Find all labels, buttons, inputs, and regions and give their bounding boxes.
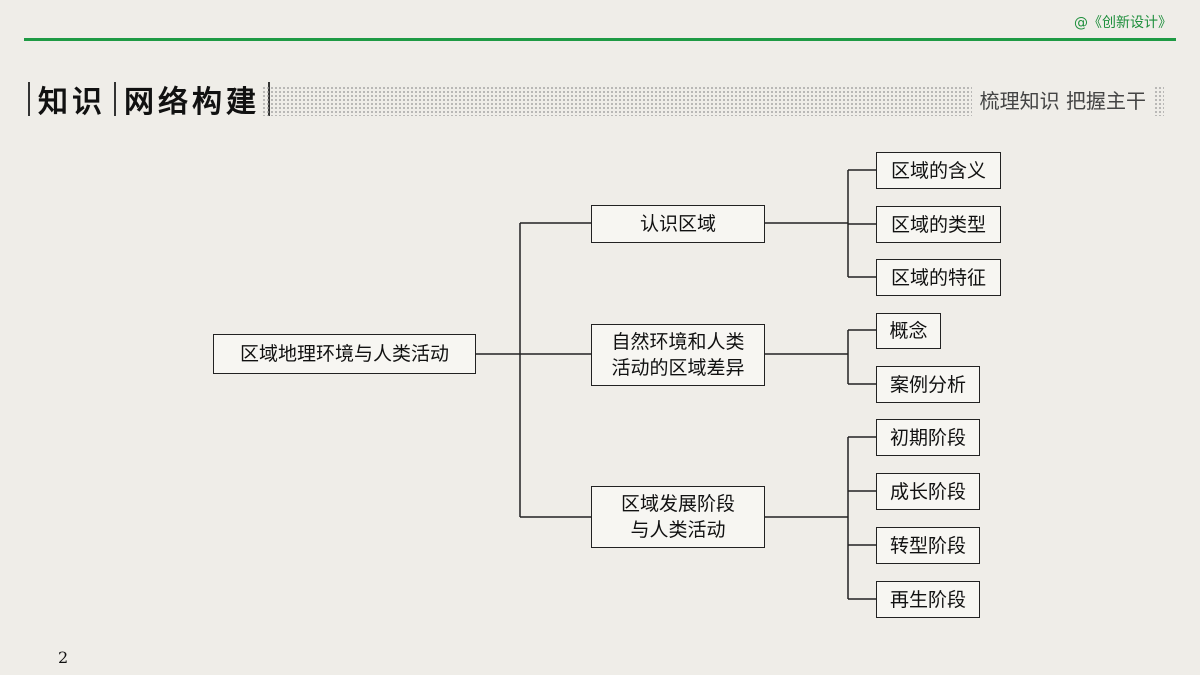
page-number: 2 [58, 648, 69, 667]
section-subtitle: 梳理知识 把握主干 [971, 86, 1154, 116]
title-separator [28, 82, 30, 116]
root-node: 区域地理环境与人类活动 [213, 334, 476, 374]
leaf-node: 成长阶段 [876, 473, 980, 510]
leaf-node: 初期阶段 [876, 419, 980, 456]
leaf-node: 区域的含义 [876, 152, 1001, 189]
brand-label: @《创新设计》 [1074, 15, 1172, 31]
leaf-node: 再生阶段 [876, 581, 980, 618]
header-divider [24, 38, 1176, 41]
title-separator [114, 82, 116, 116]
branch-node-regional-differences: 自然环境和人类 活动的区域差异 [591, 324, 765, 386]
section-title: 知识 网络构建 [20, 80, 278, 120]
branch-node-development-stages: 区域发展阶段 与人类活动 [591, 486, 765, 548]
title-part-2: 网络构建 [124, 85, 260, 120]
title-part-1: 知识 [38, 85, 106, 120]
branch-node-recognize-region: 认识区域 [591, 205, 765, 243]
leaf-node: 转型阶段 [876, 527, 980, 564]
leaf-node: 区域的类型 [876, 206, 1001, 243]
leaf-node: 案例分析 [876, 366, 980, 403]
leaf-node: 概念 [876, 313, 941, 349]
leaf-node: 区域的特征 [876, 259, 1001, 296]
